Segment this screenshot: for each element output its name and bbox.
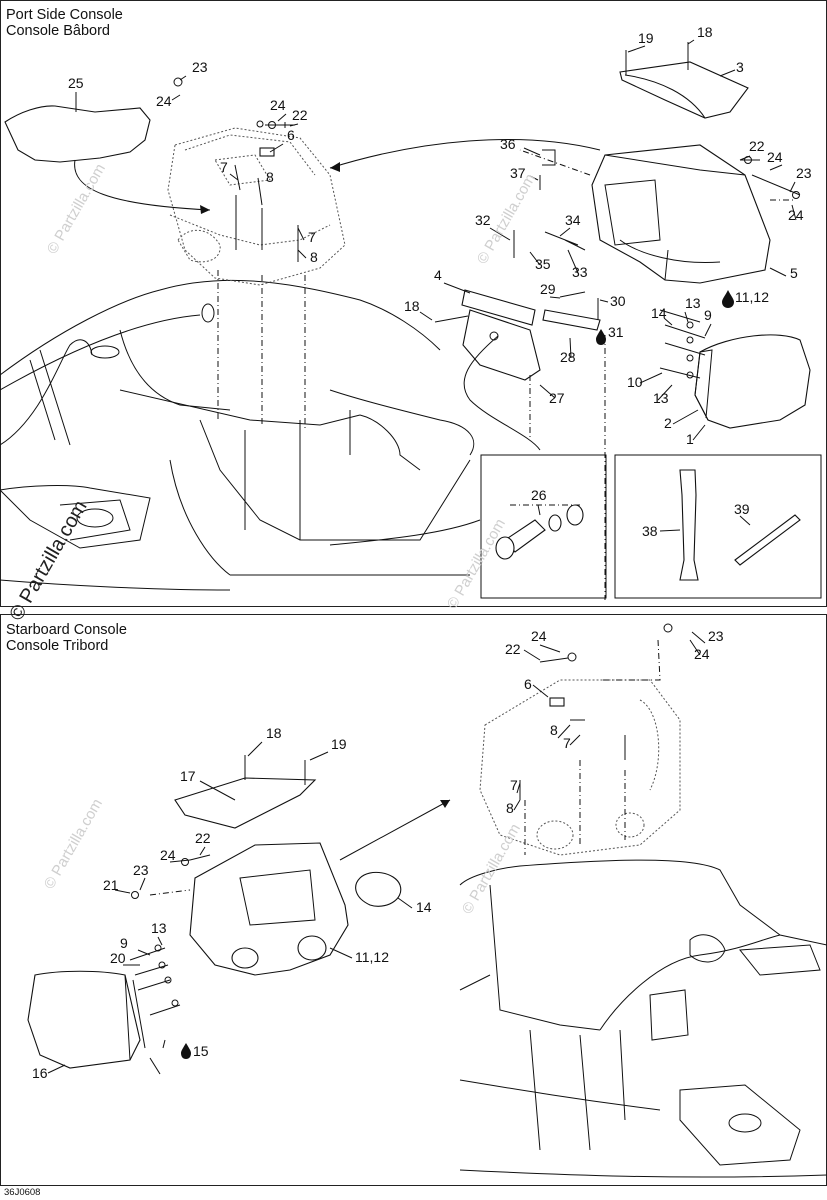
callout-21: 14 <box>416 899 432 915</box>
callout-23: 23 <box>708 628 724 644</box>
part-25-panel <box>4 105 211 214</box>
callout-8: 8 <box>506 800 514 816</box>
port-install-arrow <box>329 139 601 169</box>
callout-13: 9 <box>120 935 128 951</box>
callout-11-12: 11,12 <box>735 289 769 305</box>
oil-drop-icon <box>722 290 734 308</box>
callout-14: 13 <box>151 920 167 936</box>
part-15-cover <box>27 970 146 1069</box>
callout-29: 29 <box>540 281 556 297</box>
port-fasteners <box>173 42 801 379</box>
port-console-ghost <box>167 127 346 286</box>
callout-9: 9 <box>704 307 712 323</box>
part-3-lid <box>619 61 749 119</box>
callout-11-12: 15 <box>193 1043 209 1059</box>
callout-16-leader <box>149 1057 161 1075</box>
callout-24: 24 <box>767 149 783 165</box>
callout-15: 16 <box>32 1065 48 1081</box>
part-21-seal <box>355 871 402 907</box>
port-title-en: Port Side Console <box>6 7 123 23</box>
starboard-callouts: 24 23 22 24 6 8 7 18 19 7 8 17 22 24 23 … <box>32 628 724 1081</box>
callout-24: 24 <box>788 207 804 223</box>
callout-19: 19 <box>331 736 347 752</box>
callout-22: 22 <box>292 107 308 123</box>
callout-22: 22 <box>505 641 521 657</box>
callout-7: 7 <box>510 777 518 793</box>
callout-34: 34 <box>565 212 581 228</box>
callout-23: 21 <box>103 877 119 893</box>
callout-32: 32 <box>475 212 491 228</box>
port-title-fr: Console Bâbord <box>6 23 110 39</box>
callout-36: 36 <box>500 136 516 152</box>
callout-23: 23 <box>192 59 208 75</box>
callout-2: 2 <box>664 415 672 431</box>
callout-33: 33 <box>572 264 588 280</box>
port-hull-drawing <box>0 279 481 591</box>
callout-6: 6 <box>287 127 295 143</box>
watermark: © Partzilla.com <box>44 161 109 257</box>
watermark-large: © Partzilla.com <box>5 497 91 625</box>
callout-22: 22 <box>195 830 211 846</box>
callout-3: 3 <box>736 59 744 75</box>
part-5-glovebox <box>591 144 771 284</box>
callout-18: 18 <box>404 298 420 314</box>
callout-6: 6 <box>524 676 532 692</box>
callout-17: 17 <box>180 768 196 784</box>
callout-30: 30 <box>610 293 626 309</box>
port-alignment-lines <box>217 149 795 600</box>
starboard-hull-drawing <box>459 859 827 1178</box>
inset-lock <box>480 454 607 599</box>
callout-13: 13 <box>685 295 701 311</box>
inset-tools <box>614 454 822 599</box>
callout-7: 7 <box>563 735 571 751</box>
callout-24: 24 <box>156 93 172 109</box>
callout-5: 5 <box>790 265 798 281</box>
callout-23: 23 <box>796 165 812 181</box>
callout-9: 20 <box>110 950 126 966</box>
part-1-cover <box>694 334 811 429</box>
callout-7: 7 <box>308 229 316 245</box>
starboard-title-en: Starboard Console <box>6 622 127 638</box>
callout-20: 11,12 <box>355 949 389 965</box>
callout-25: 25 <box>68 75 84 91</box>
callout-13: 13 <box>653 390 669 406</box>
watermark: © Partzilla.com <box>41 796 106 892</box>
callout-38: 38 <box>642 523 658 539</box>
callout-24: 24 <box>270 97 286 113</box>
callout-18: 18 <box>697 24 713 40</box>
callout-37: 37 <box>510 165 526 181</box>
callout-31: 31 <box>608 324 624 340</box>
oil-drop-icon <box>596 329 606 345</box>
callout-8: 8 <box>550 722 558 738</box>
part-27-door <box>461 289 601 451</box>
callout-18: 18 <box>266 725 282 741</box>
callout-24: 24 <box>694 646 710 662</box>
callout-14: 14 <box>651 305 667 321</box>
callout-26: 26 <box>531 487 547 503</box>
starboard-alignment-lines <box>149 639 661 896</box>
callout-19: 19 <box>638 30 654 46</box>
callout-24: 23 <box>133 862 149 878</box>
callout-4: 4 <box>434 267 442 283</box>
callout-8: 8 <box>266 169 274 185</box>
callout-35: 35 <box>535 256 551 272</box>
callout-8: 8 <box>310 249 318 265</box>
diagram-code: 36J0608 <box>4 1187 41 1198</box>
callout-1: 1 <box>686 431 694 447</box>
callout-10: 10 <box>627 374 643 390</box>
starboard-install-arrow <box>339 799 451 861</box>
callout-27: 27 <box>549 390 565 406</box>
part-20-console <box>189 842 349 976</box>
callout-7: 7 <box>220 159 228 175</box>
callout-24: 24 <box>531 628 547 644</box>
part-17-lid <box>174 777 317 829</box>
callout-28: 28 <box>560 349 576 365</box>
callout-24: 24 <box>160 847 176 863</box>
starboard-title-fr: Console Tribord <box>6 638 109 654</box>
callout-22: 22 <box>749 138 765 154</box>
callout-39: 39 <box>734 501 750 517</box>
port-callouts: 25 23 24 24 22 6 7 8 7 8 19 18 3 36 22 2… <box>68 24 812 539</box>
oil-drop-icon <box>181 1043 191 1059</box>
